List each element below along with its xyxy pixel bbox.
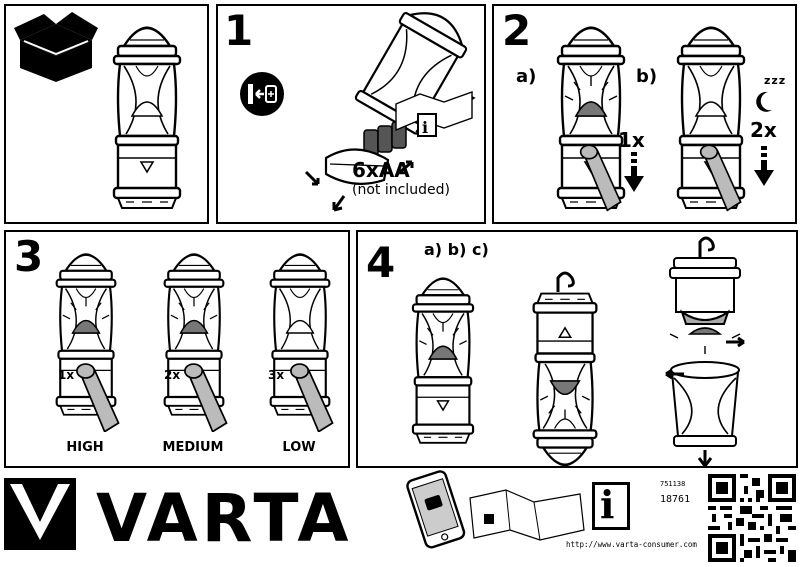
finger-low <box>290 363 334 432</box>
finger-high <box>76 363 120 432</box>
info-icon: i <box>422 118 429 137</box>
manual-icon <box>395 91 473 137</box>
panel-step-4: 4 a) b) c) <box>356 230 798 468</box>
step-number: 4 <box>366 238 396 287</box>
lantern-image <box>112 25 182 210</box>
panel-contents <box>4 4 209 224</box>
finger-medium <box>184 363 228 432</box>
press-count-low: 3x <box>268 368 285 382</box>
finger-a <box>579 144 622 212</box>
mode-label-medium: MEDIUM <box>162 440 224 455</box>
website-url: http://www.varta-consumer.com <box>566 540 697 549</box>
panel-step-3: 3 1x HIGH 2x MEDIUM 3x LOW <box>4 230 350 468</box>
step-number: 1 <box>224 6 254 55</box>
arrow-down-icon <box>754 146 774 186</box>
press-count-b: 2x <box>750 118 777 142</box>
step-number: 3 <box>14 232 44 281</box>
press-count-medium: 2x <box>164 368 181 382</box>
moon-icon <box>756 91 772 112</box>
smartphone-icon <box>406 470 466 549</box>
press-count-high: 1x <box>58 368 75 382</box>
option-b-label: b) <box>636 66 658 87</box>
option-a-label: a) <box>516 66 537 87</box>
battery-count: 6xAA <box>352 158 410 182</box>
arrow-down-icon <box>624 152 644 192</box>
mode-label-low: LOW <box>282 440 316 455</box>
lantern-standing <box>402 264 484 454</box>
step-number: 2 <box>502 6 532 55</box>
info-box <box>592 482 630 530</box>
battery-note: (not included) <box>352 182 450 198</box>
lantern-disassembled <box>665 236 745 466</box>
panel-step-2: 2 a) b) 1x zzz 2x <box>492 4 797 224</box>
brand-wordmark: VARTA <box>96 480 353 557</box>
battery-glyph <box>248 84 277 104</box>
mode-label-high: HIGH <box>66 440 104 455</box>
options-label: a) b) c) <box>424 240 489 259</box>
panel-step-1: 1 i 6xAA (not included) <box>216 4 486 224</box>
sleep-zzz: zzz <box>764 74 787 87</box>
press-count-a: 1x <box>618 128 645 152</box>
qr-code <box>708 474 796 562</box>
product-code: 18761 <box>660 494 691 505</box>
varta-logo-icon <box>4 478 76 550</box>
manual-icon <box>469 489 585 541</box>
info-icon: i <box>600 482 615 527</box>
code-small: 751138 <box>660 480 686 488</box>
lantern-hanging <box>520 271 610 466</box>
box-icon <box>14 12 98 82</box>
finger-b <box>699 144 742 212</box>
